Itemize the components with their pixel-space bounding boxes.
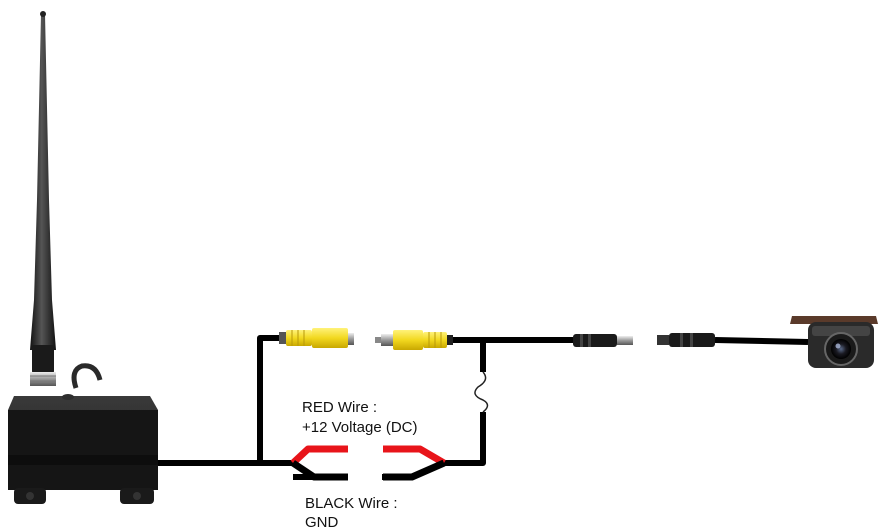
cable-lines: [158, 335, 809, 480]
rca-male-connector: [375, 330, 453, 350]
backup-camera-icon: [790, 316, 878, 368]
red-wire-title: RED Wire :: [302, 399, 377, 416]
black-wire-description: GND: [305, 514, 339, 531]
wireless-transmitter-module: [8, 363, 158, 504]
red-wire-description: +12 Voltage (DC): [302, 419, 418, 436]
black-wire-title: BLACK Wire :: [305, 495, 398, 512]
rca-female-connector: [279, 328, 354, 348]
power-split: [290, 445, 446, 481]
fuse-icon: [474, 371, 489, 413]
four-pin-connector: [573, 333, 715, 347]
antenna-icon: [30, 11, 56, 386]
